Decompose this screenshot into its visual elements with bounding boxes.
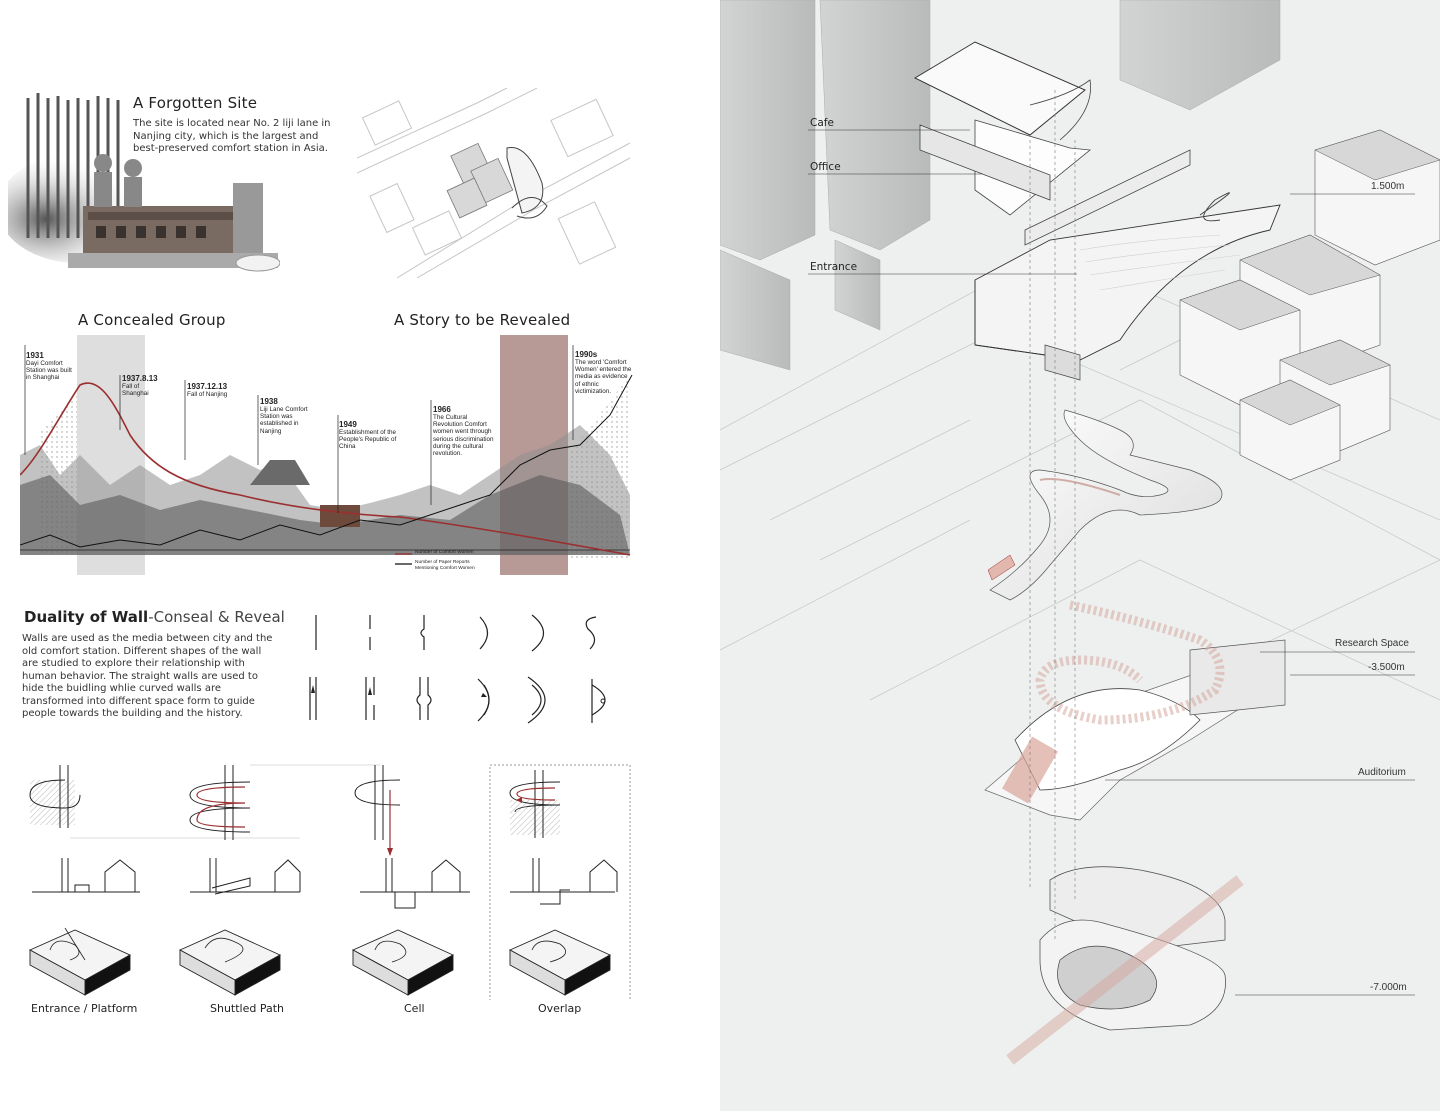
typology-label-entrance: Entrance / Platform <box>31 1002 138 1015</box>
timeline-graph <box>19 335 640 580</box>
duality-title-bold: Duality of Wall <box>24 608 149 626</box>
typology-label-shuttled: Shuttled Path <box>210 1002 285 1015</box>
typology-label-overlap: Overlap <box>538 1002 582 1015</box>
exploded-axonometric: Cafe Office Entrance 1.500m Research Spa… <box>720 0 1440 1111</box>
event-year: 1990s <box>575 350 598 359</box>
timeline-event-1931: 1931 Dayi Comfort Station was built in S… <box>26 351 76 382</box>
forgotten-site-description: The site is located near No. 2 liji lane… <box>133 118 331 154</box>
wall-shape-diagrams <box>300 605 630 730</box>
story-revealed-title: A Story to be Revealed <box>394 311 571 329</box>
forgotten-site-title: A Forgotten Site <box>133 94 258 112</box>
label-office: Office <box>810 161 841 173</box>
event-text: Fall of Nanjing <box>187 391 228 398</box>
event-year: 1949 <box>339 420 357 429</box>
event-year: 1937.8.13 <box>122 374 158 383</box>
event-text: The word 'Comfort Women' entered the med… <box>575 359 632 395</box>
legend-paper-reports: Number of Paper Reports Mentioning Comfo… <box>415 560 475 571</box>
timeline-event-1937-12: 1937.12.13 Fall of Nanjing <box>187 382 242 398</box>
site-collage-image <box>0 88 281 276</box>
event-text: Dayi Comfort Station was built in Shangh… <box>26 360 72 382</box>
label-level-3: -7.000m <box>1370 982 1407 993</box>
left-panel: A Forgotten Site The site is located nea… <box>0 87 640 1022</box>
site-map <box>356 87 631 279</box>
label-entrance: Entrance <box>810 261 858 273</box>
event-text: Liji Lane Comfort Station was establishe… <box>260 406 308 435</box>
event-text: Establishment of the People's Republic o… <box>339 429 397 451</box>
event-year: 1938 <box>260 397 278 406</box>
duality-description: Walls are used as the media between city… <box>22 633 273 719</box>
timeline-event-1966: 1966 The Cultural Revolution Comfort wom… <box>433 405 495 457</box>
label-level-1: 1.500m <box>1371 181 1405 192</box>
typology-label-cell: Cell <box>404 1002 425 1015</box>
timeline-event-1938: 1938 Liji Lane Comfort Station was estab… <box>260 397 320 435</box>
label-auditorium: Auditorium <box>1358 767 1406 778</box>
event-year: 1966 <box>433 405 451 414</box>
event-year: 1931 <box>26 351 44 360</box>
duality-title-rest: -Conseal & Reveal <box>148 608 285 626</box>
label-research-space: Research Space <box>1335 638 1409 649</box>
event-text: The Cultural Revolution Comfort women we… <box>433 414 494 458</box>
legend-comfort-women: Number of Comfort Women <box>415 550 474 555</box>
event-year: 1937.12.13 <box>187 382 228 391</box>
timeline-legend: Number of Comfort Women Number of Paper … <box>415 550 515 571</box>
duality-title: Duality of Wall-Conseal & Reveal <box>24 608 285 626</box>
timeline-event-1949: 1949 Establishment of the People's Repub… <box>339 420 401 451</box>
event-text: Fall of Shanghai <box>122 383 149 398</box>
timeline-event-1937-8: 1937.8.13 Fall of Shanghai <box>122 374 162 397</box>
timeline-event-1990s: 1990s The word 'Comfort Women' entered t… <box>575 350 633 395</box>
label-cafe: Cafe <box>810 117 834 129</box>
axon-drawing <box>720 0 1440 1065</box>
label-level-2: -3.500m <box>1368 662 1405 673</box>
typology-diagrams <box>20 760 635 1022</box>
concealed-group-title: A Concealed Group <box>78 311 226 329</box>
